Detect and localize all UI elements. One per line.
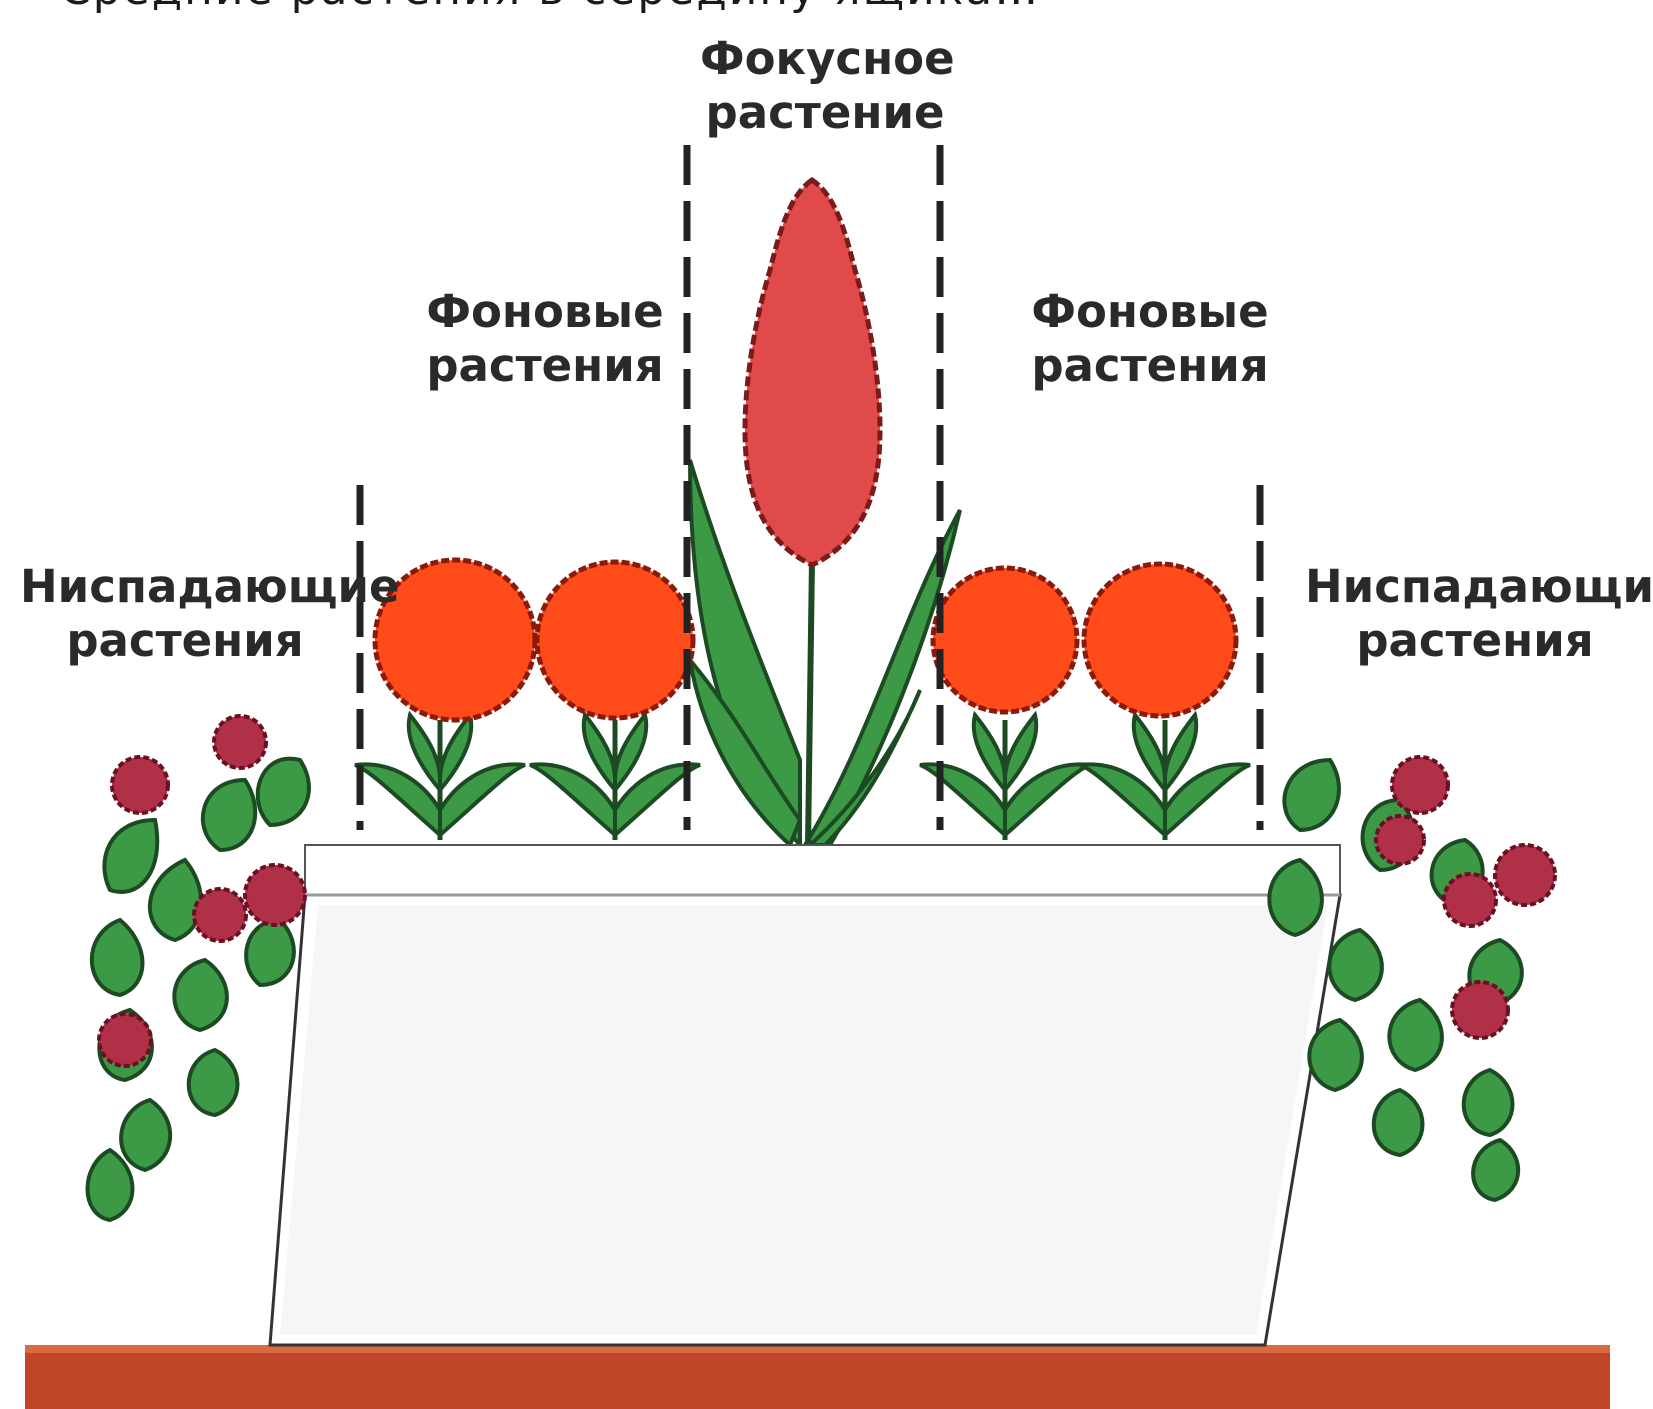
focal-label-line1: Фокусное: [700, 32, 950, 86]
ball-flower-2: [530, 562, 700, 840]
focal-stem: [808, 560, 812, 845]
trailing-right-line2: растения: [1305, 614, 1645, 668]
planter-inner-shade: [280, 905, 1328, 1335]
focal-plant: [690, 180, 960, 845]
trailing-plants-left-label: Ниспадающие растения: [20, 560, 350, 668]
focal-plant-label: Фокусное растение: [700, 32, 950, 140]
background-plants-right-label: Фоновые растения: [1030, 285, 1270, 393]
background-right-line1: Фоновые: [1030, 285, 1270, 339]
trailing-plant-left: [88, 759, 309, 1220]
focal-flower-spike: [745, 180, 880, 565]
planter-rim: [305, 845, 1340, 895]
background-left-line1: Фоновые: [425, 285, 665, 339]
ball-flower-4: [1080, 564, 1250, 840]
background-plants-left: [355, 560, 700, 840]
background-plants-right: [920, 564, 1250, 840]
background-right-line2: растения: [1030, 339, 1270, 393]
ball-flower-3: [920, 568, 1090, 840]
trailing-plants-right-label: Ниспадающие растения: [1305, 560, 1645, 668]
soil-strip: [25, 1345, 1610, 1409]
trailing-left-line2: растения: [20, 614, 350, 668]
background-plants-left-label: Фоновые растения: [425, 285, 665, 393]
trailing-flowers-right: [1376, 757, 1555, 1038]
planter-box: [270, 845, 1340, 1345]
trailing-left-line1: Ниспадающие: [20, 560, 350, 614]
background-left-line2: растения: [425, 339, 665, 393]
focal-label-line2: растение: [700, 86, 950, 140]
trailing-right-line1: Ниспадающие: [1305, 560, 1645, 614]
